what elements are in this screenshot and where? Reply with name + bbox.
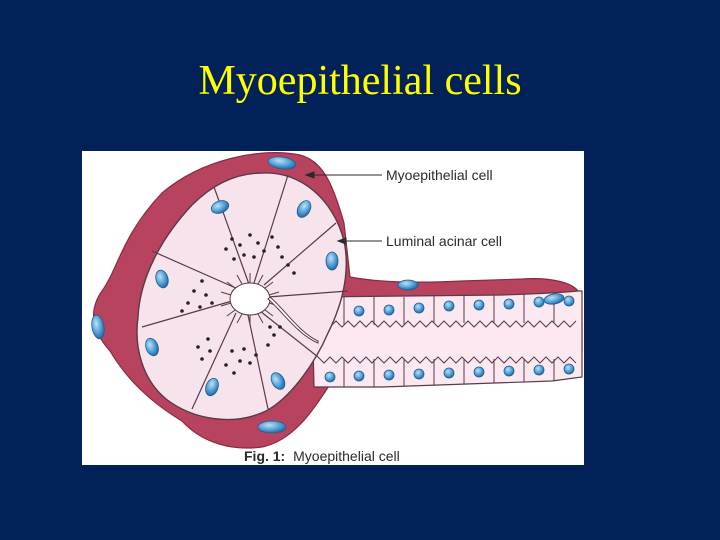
figure-caption: Fig. 1: Myoepithelial cell	[244, 448, 400, 464]
figure-panel: Myoepithelial cell Luminal acinar cell F…	[82, 151, 584, 465]
duct-upper-nuclei	[353, 295, 575, 317]
acinar-nuclei	[145, 200, 339, 397]
label-myoepithelial-cell: Myoepithelial cell	[386, 167, 493, 183]
duct-lower-nuclei	[324, 363, 575, 383]
duct-lower-cells	[317, 356, 577, 387]
secretory-granules	[180, 233, 296, 375]
myoepithelial-diagram: Myoepithelial cell Luminal acinar cell F…	[91, 152, 583, 464]
slide-title: Myoepithelial cells	[198, 58, 522, 104]
caption-prefix: Fig. 1:	[244, 448, 285, 464]
caption-text: Myoepithelial cell	[293, 448, 400, 464]
duct-tube	[311, 290, 583, 388]
label-pointers	[304, 171, 382, 245]
myoepithelial-nuclei	[91, 156, 565, 434]
duct-upper-cells	[317, 293, 577, 328]
acinar-lumen	[220, 273, 319, 344]
label-luminal-acinar-cell: Luminal acinar cell	[386, 233, 502, 249]
